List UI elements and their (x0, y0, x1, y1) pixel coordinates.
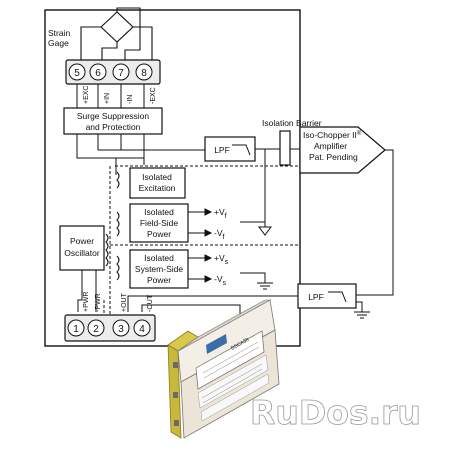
amp-output-wire (356, 149, 394, 296)
svg-text:1: 1 (73, 324, 79, 335)
surge-label-1: Surge Suppression (77, 111, 150, 121)
output-terminal-2: 2 (87, 319, 105, 337)
output-terminal-4: 4 (133, 319, 151, 337)
system-neg-rail-label: -Vs (214, 274, 227, 287)
strain-gage-label-2: Gage (48, 38, 69, 48)
strain-gage-label-1: Strain (48, 28, 70, 38)
pin-label-minus-exc: -EXC (150, 87, 157, 104)
amp-label-1: Iso-Chopper II® (303, 130, 362, 140)
output-lpf-label: LPF (308, 292, 324, 302)
system-power-label-1: Isolated (144, 253, 174, 263)
pin-label-plus-pwr: +PWR (83, 292, 90, 312)
module-product-image: DSCA38 (167, 299, 280, 439)
amp-label-2: Amplifier (314, 141, 347, 151)
field-power-label-2: Field-Side (140, 218, 179, 228)
input-terminal-5: 5 (68, 63, 86, 81)
field-rail-wires (188, 208, 213, 237)
svg-text:6: 6 (95, 68, 101, 79)
system-side-power-block: Isolated System-Side Power (116, 249, 189, 289)
svg-text:8: 8 (141, 68, 147, 79)
input-lpf-block: LPF (204, 136, 256, 162)
pin-label-minus-out: -OUT (147, 294, 154, 312)
pin-label-minus-in: -IN (127, 95, 134, 104)
oscillator-label-2: Oscillator (64, 248, 100, 258)
output-terminal-3: 3 (112, 319, 130, 337)
field-pos-rail-label: +Vf (214, 207, 227, 220)
pin-label-plus-exc: +EXC (83, 86, 90, 104)
output-terminal-block (64, 314, 156, 342)
field-ground-icon (240, 149, 272, 236)
input-terminal-8: 8 (135, 63, 153, 81)
field-side-power-block: Isolated Field-Side Power (116, 203, 189, 243)
amp-label-3: Pat. Pending (309, 152, 358, 162)
output-terminal-1: 1 (67, 319, 85, 337)
pin-label-plus-in: +IN (104, 93, 111, 104)
pin-label-minus-pwr: -PWR (95, 293, 102, 312)
excitation-label-2: Excitation (139, 183, 176, 193)
field-neg-rail-label: -Vf (214, 228, 225, 241)
svg-text:5: 5 (74, 68, 80, 79)
power-oscillator-block: Power Oscillator (59, 225, 109, 271)
isolation-barrier (279, 130, 291, 166)
input-lpf-label: LPF (214, 145, 230, 155)
excitation-label-1: Isolated (142, 172, 172, 182)
svg-text:4: 4 (139, 324, 145, 335)
system-pos-rail-label: +Vs (214, 253, 229, 266)
isolated-excitation-block: Isolated Excitation (116, 167, 186, 199)
oscillator-label-1: Power (70, 236, 94, 246)
surge-label-2: and Protection (86, 122, 141, 132)
field-power-label-1: Isolated (144, 207, 174, 217)
system-power-label-3: Power (147, 275, 171, 285)
svg-text:3: 3 (118, 324, 124, 335)
strain-gage-bridge-icon (80, 7, 153, 60)
input-pin-wires (76, 84, 145, 108)
input-terminal-7: 7 (112, 63, 130, 81)
output-lpf-block: LPF (297, 283, 357, 309)
svg-text:7: 7 (118, 68, 124, 79)
svg-text:2: 2 (93, 324, 99, 335)
iso-chopper-amplifier: Iso-Chopper II® Amplifier Pat. Pending (299, 126, 386, 174)
system-power-label-2: System-Side (135, 264, 183, 274)
output-wires (77, 270, 370, 320)
field-power-label-3: Power (147, 229, 171, 239)
input-terminal-6: 6 (89, 63, 107, 81)
isolation-barrier-label: Isolation Barrier (262, 118, 322, 128)
watermark-text: RuDos.ru (250, 393, 421, 432)
system-rail-wires (188, 254, 273, 290)
surge-suppression-block (63, 107, 163, 135)
pin-label-plus-out: +OUT (121, 292, 128, 312)
